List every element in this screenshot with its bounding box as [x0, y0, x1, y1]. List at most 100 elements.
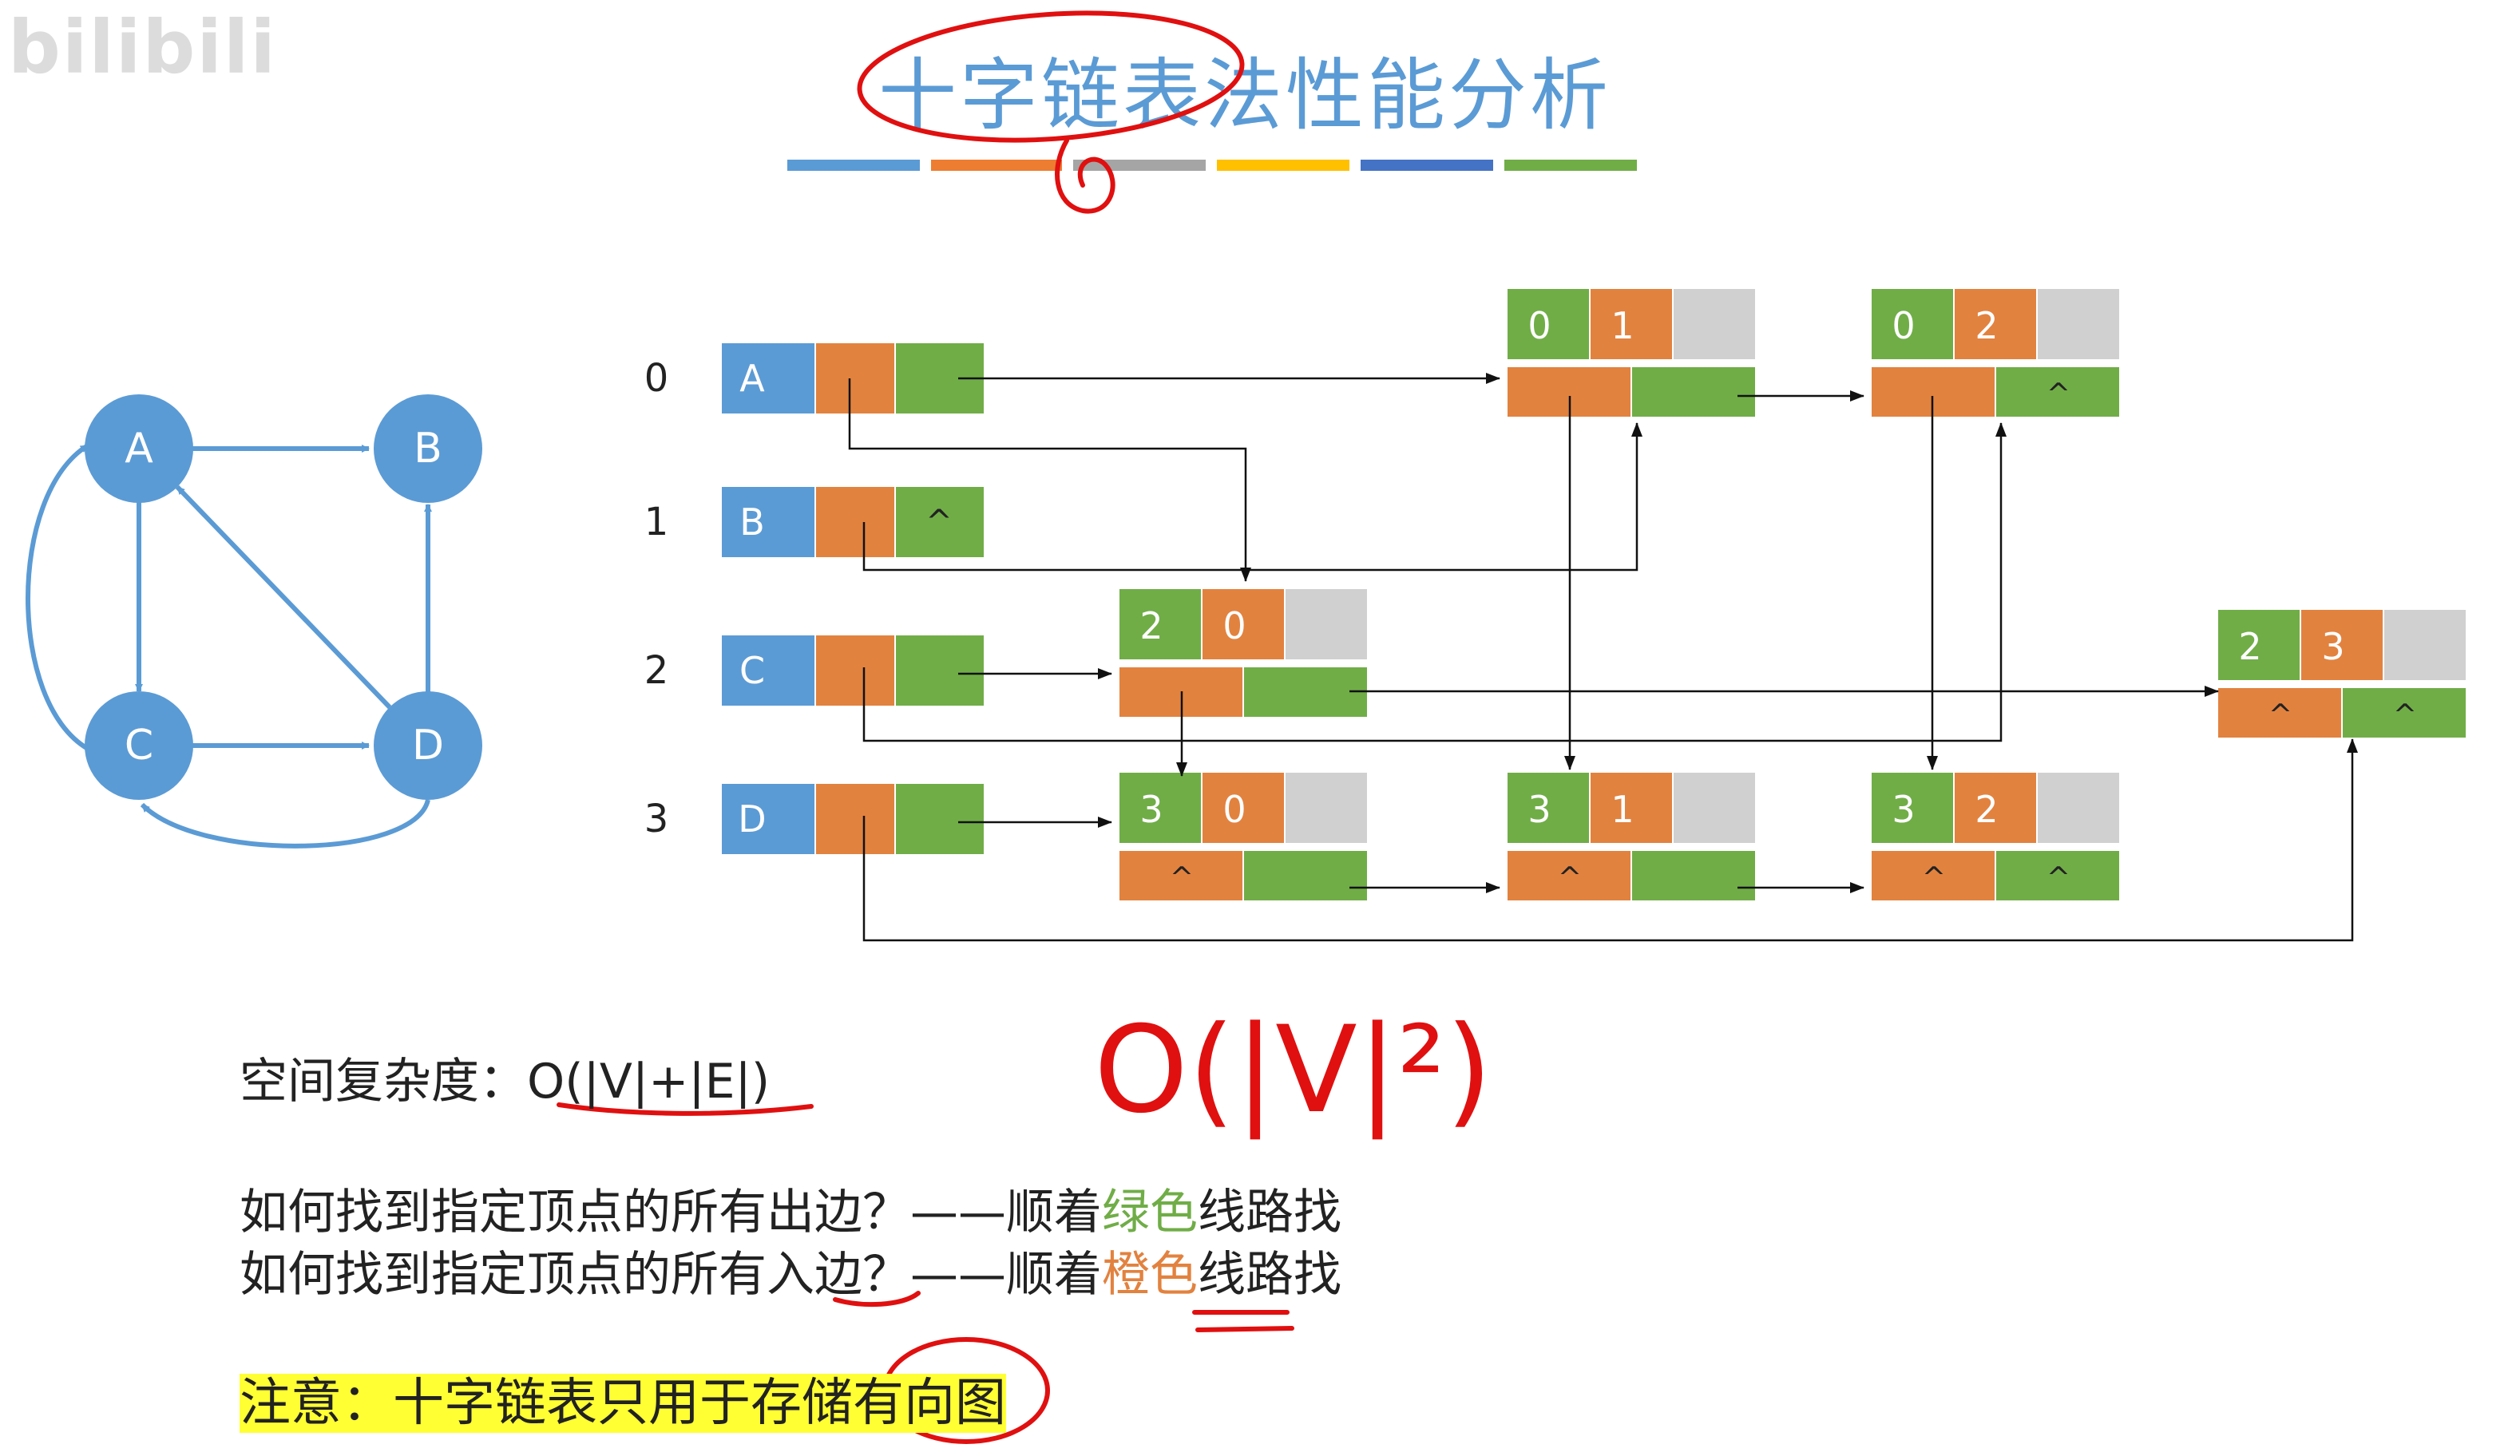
headvex-label: 1 — [1611, 788, 1634, 831]
tailvex-cell — [1119, 589, 1201, 659]
graph-node-label: D — [412, 722, 444, 770]
null-pointer: ^ — [925, 504, 953, 540]
firstin-pointer-cell — [816, 635, 894, 706]
null-pointer: ^ — [2393, 699, 2417, 732]
headvex-cell — [1955, 289, 2036, 359]
tailvex-label: 3 — [1892, 788, 1915, 831]
in-edge-question-prefix: 如何找到指定顶点的所有入边？——顺着 — [240, 1247, 1102, 1303]
null-pointer: ^ — [2047, 862, 2070, 895]
title-pointer-mark — [1055, 138, 1115, 214]
graph-node-b — [374, 394, 482, 503]
vertex-data-label: A — [739, 357, 765, 400]
hlink-cell — [1508, 851, 1630, 900]
row-index-label: 3 — [644, 797, 669, 841]
row-index-label: 0 — [644, 356, 669, 401]
graph-node-label: C — [125, 722, 153, 770]
tlink-cell — [1632, 367, 1755, 417]
hlink-cell — [1119, 851, 1242, 900]
space-complexity-label: 空间复杂度： — [240, 1054, 527, 1110]
hlink-cell — [1872, 851, 1995, 900]
info-cell — [2038, 773, 2119, 843]
in-edge-color-word: 橙色 — [1102, 1247, 1198, 1303]
orange-double-underline — [1192, 1310, 1294, 1332]
graph-node-label: B — [414, 425, 442, 473]
pointer-a-in — [848, 378, 1251, 582]
edge-d-a — [175, 485, 392, 710]
out-edge-question: 如何找到指定顶点的所有出边？——顺着绿色线路找 — [240, 1173, 1341, 1243]
tailvex-cell — [1508, 773, 1589, 843]
row-index-label: 1 — [644, 500, 669, 544]
edge-d-c — [140, 799, 430, 849]
directed-graph — [26, 443, 432, 849]
vertex-data-cell — [722, 343, 814, 413]
title-underline-segment — [1217, 160, 1349, 171]
title-circle — [857, 10, 1245, 143]
vertex-data-label: B — [739, 500, 765, 544]
headvex-cell — [2301, 610, 2383, 680]
tailvex-label: 0 — [1527, 304, 1551, 347]
firstout-pointer-cell — [896, 487, 984, 557]
info-cell — [1286, 589, 1367, 659]
headvex-label: 0 — [1222, 788, 1246, 831]
vertex-data-cell — [722, 487, 814, 557]
pointer-d-in — [862, 738, 2358, 942]
info-cell — [1674, 289, 1755, 359]
tailvex-cell — [1508, 289, 1589, 359]
tailvex-label: 2 — [2238, 625, 2261, 668]
graph-node-label: A — [125, 425, 153, 473]
tailvex-cell — [1872, 289, 1953, 359]
firstout-pointer-cell — [896, 635, 984, 706]
space-complexity-value: O(|V|+|E|) — [527, 1054, 771, 1110]
tailvex-label: 0 — [1892, 304, 1915, 347]
headvex-label: 3 — [2321, 625, 2344, 668]
graph-node-a — [85, 394, 193, 503]
firstin-pointer-cell — [816, 784, 894, 854]
tailvex-label: 2 — [1139, 604, 1163, 647]
firstout-pointer-cell — [896, 784, 984, 854]
space-complexity-line: 空间复杂度：O(|V|+|E|) — [240, 1043, 770, 1112]
arc-node-2-3: 2 3 ^ ^ — [2218, 610, 2466, 738]
tlink-cell — [1244, 667, 1367, 717]
vertex-data-cell — [722, 784, 814, 854]
tlink-cell — [2343, 688, 2466, 738]
headvex-label: 2 — [1975, 788, 1998, 831]
info-cell — [1674, 773, 1755, 843]
pointer-c-in — [862, 422, 2007, 742]
out-edge-color-word: 绿色 — [1102, 1185, 1198, 1240]
note-text: 注意：十字链表只用于存储有向图 — [240, 1374, 1006, 1433]
title-underline-segment — [787, 160, 920, 171]
headvex-label: 1 — [1611, 304, 1634, 347]
red-annotations: O(|V|²) — [557, 10, 1492, 1444]
hlink-cell — [2218, 688, 2341, 738]
row-index-label: 2 — [644, 648, 669, 693]
tailvex-cell — [2218, 610, 2300, 680]
note-line: 注意：十字链表只用于存储有向图 — [240, 1362, 1006, 1435]
bilibili-watermark: bilibili — [8, 5, 277, 90]
vertex-data-cell — [722, 635, 814, 706]
pointer-b-in — [862, 422, 1642, 572]
info-cell — [2384, 610, 2466, 680]
space-underline — [557, 1102, 814, 1116]
tlink-cell — [1996, 851, 2119, 900]
handwritten-complexity: O(|V|²) — [1094, 1001, 1492, 1140]
null-pointer: ^ — [2268, 699, 2292, 732]
in-edge-question-suffix: 线路找 — [1198, 1247, 1341, 1303]
info-cell — [2038, 289, 2119, 359]
title-underline-segment — [1361, 160, 1493, 171]
headvex-label: 2 — [1975, 304, 1998, 347]
tailvex-cell — [1119, 773, 1201, 843]
firstin-pointer-cell — [816, 487, 894, 557]
out-edge-question-prefix: 如何找到指定顶点的所有出边？——顺着 — [240, 1185, 1102, 1240]
null-pointer: ^ — [1170, 862, 1194, 895]
firstin-pointer-cell — [816, 343, 894, 413]
in-edge-underline — [833, 1291, 921, 1308]
title-underline-segment — [931, 160, 1062, 171]
